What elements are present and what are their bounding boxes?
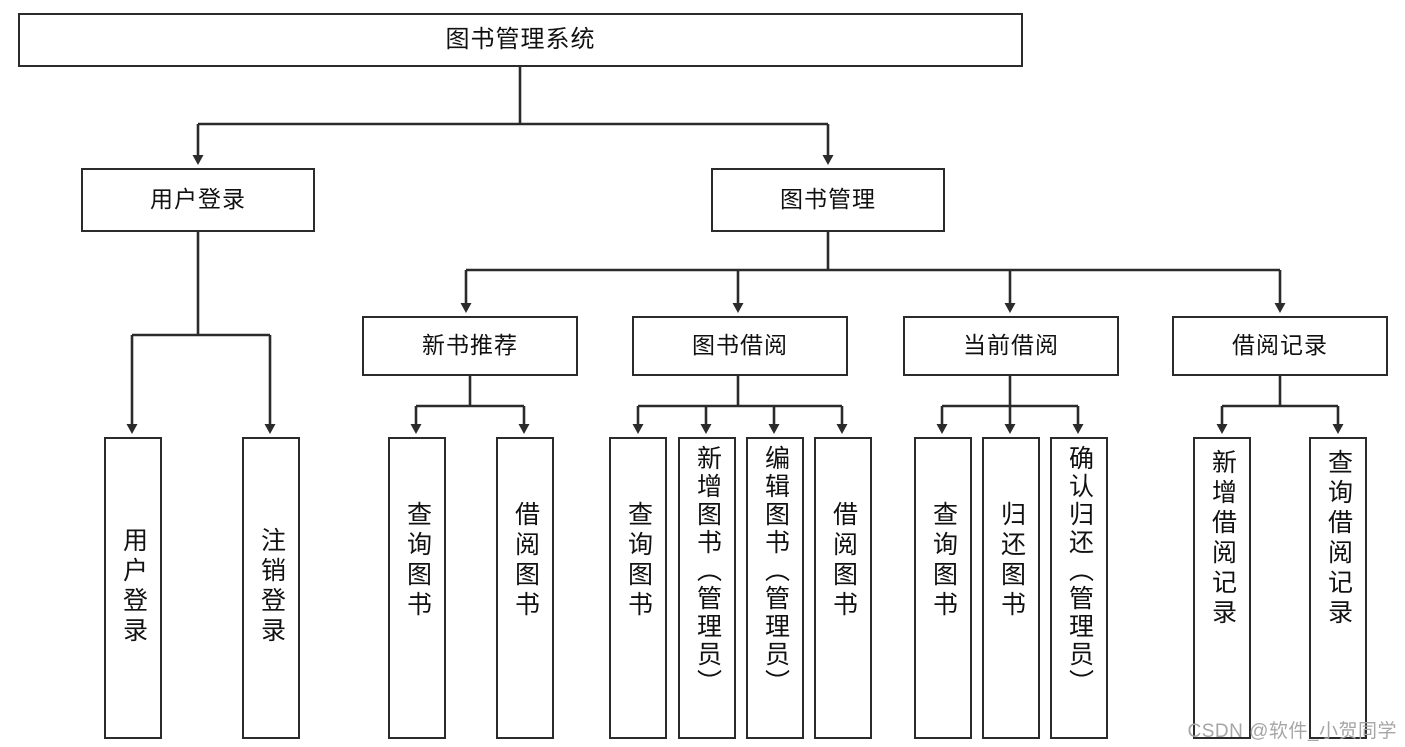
node-label: 图书借阅	[692, 332, 788, 359]
node-label: 查询图书	[403, 501, 432, 621]
node-label: 当前借阅	[963, 332, 1059, 359]
node-leaf-borrow-book-recommendation[interactable]: 借阅图书	[496, 437, 554, 739]
csdn-watermark: CSDN @软件_小贺同学	[1187, 721, 1397, 742]
node-label: 图书管理	[780, 186, 876, 213]
node-label: 新书推荐	[422, 332, 518, 359]
node-leaf-query-book-borrow[interactable]: 查询图书	[609, 437, 667, 739]
node-label: 借阅记录	[1232, 332, 1328, 359]
node-label: 用户登录	[150, 186, 246, 213]
node-book-borrow[interactable]: 图书借阅	[632, 316, 848, 376]
node-label: 查询图书	[929, 501, 958, 621]
node-leaf-add-borrow-record[interactable]: 新增借阅记录	[1193, 437, 1251, 739]
node-leaf-user-login[interactable]: 用户登录	[104, 437, 162, 739]
node-label: 图书管理系统	[445, 25, 596, 53]
node-label: 用户登录	[119, 527, 148, 647]
node-leaf-edit-book-admin[interactable]: 编辑图书（管理员）	[746, 437, 804, 739]
node-borrow-record[interactable]: 借阅记录	[1172, 316, 1388, 376]
node-leaf-query-book-current[interactable]: 查询图书	[914, 437, 972, 739]
node-leaf-add-book-admin[interactable]: 新增图书（管理员）	[678, 437, 736, 739]
node-label: 归还图书	[997, 501, 1026, 621]
node-leaf-borrow-book-borrow[interactable]: 借阅图书	[814, 437, 872, 739]
node-root-book-management-system[interactable]: 图书管理系统	[18, 13, 1023, 67]
node-book-management[interactable]: 图书管理	[711, 168, 945, 232]
node-label: 借阅图书	[511, 501, 540, 621]
node-label: 确认归还（管理员）	[1065, 445, 1094, 697]
node-leaf-return-book[interactable]: 归还图书	[982, 437, 1040, 739]
node-label: 新增借阅记录	[1208, 449, 1237, 629]
node-label: 借阅图书	[829, 501, 858, 621]
node-label: 查询借阅记录	[1324, 449, 1353, 629]
node-label: 查询图书	[624, 501, 653, 621]
node-label: 编辑图书（管理员）	[761, 445, 790, 697]
node-current-borrow[interactable]: 当前借阅	[903, 316, 1119, 376]
node-new-book-recommendation[interactable]: 新书推荐	[362, 316, 578, 376]
node-user-login[interactable]: 用户登录	[81, 168, 315, 232]
node-leaf-query-book-recommendation[interactable]: 查询图书	[388, 437, 446, 739]
node-leaf-query-borrow-record[interactable]: 查询借阅记录	[1309, 437, 1367, 739]
node-leaf-user-logout[interactable]: 注销登录	[242, 437, 300, 739]
node-label: 新增图书（管理员）	[693, 445, 722, 697]
node-label: 注销登录	[257, 527, 286, 647]
node-leaf-confirm-return-admin[interactable]: 确认归还（管理员）	[1050, 437, 1108, 739]
